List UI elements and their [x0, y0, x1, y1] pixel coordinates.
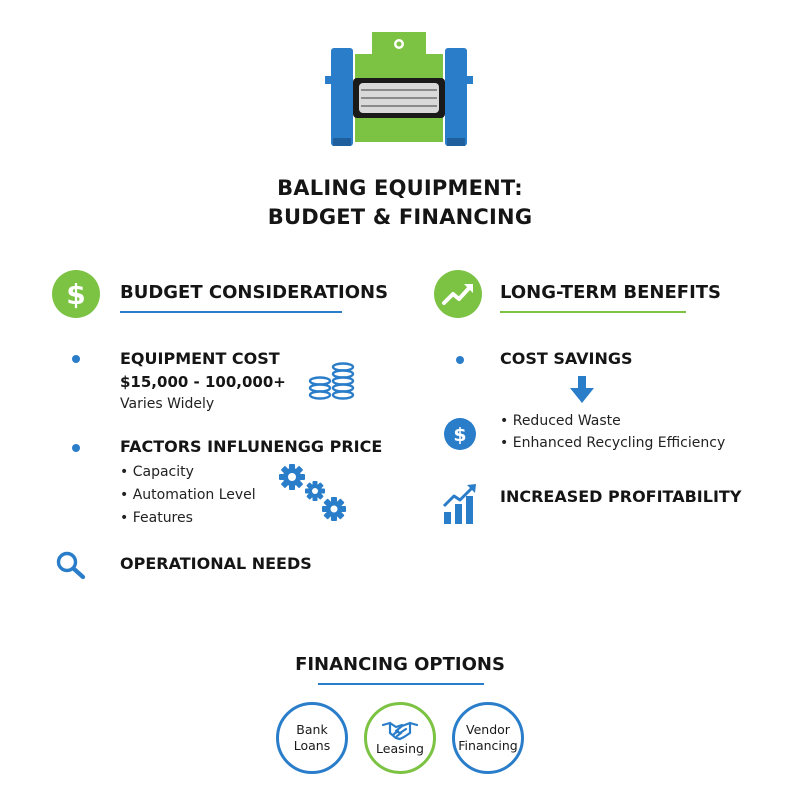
- benefits-heading-underline: [500, 311, 686, 313]
- trend-up-icon: [434, 270, 482, 318]
- factor-item: • Automation Level: [120, 487, 256, 503]
- factor-item: • Capacity: [120, 464, 194, 480]
- budget-heading-underline: [120, 311, 342, 313]
- factors-title: FACTORS INFLUNENGG PRICE: [120, 437, 383, 456]
- handshake-icon: [382, 721, 418, 741]
- equipment-cost-note: Varies Widely: [120, 396, 215, 412]
- benefits-heading: LONG-TERM BENEFITS: [500, 282, 722, 303]
- operational-needs-title: OPERATIONAL NEEDS: [120, 554, 312, 573]
- equipment-cost-title: EQUIPMENT COST: [120, 349, 280, 368]
- cost-savings-title: COST SAVINGS: [500, 349, 633, 368]
- magnifier-icon: [56, 551, 86, 580]
- vendor-financing-option[interactable]: Vendor Financing: [452, 702, 524, 774]
- arrow-down-icon: [570, 376, 594, 403]
- equipment-cost-range: $15,000 - 100,000+: [120, 373, 286, 391]
- financing-heading-underline: [318, 683, 484, 685]
- bullet-dot: [456, 356, 464, 364]
- option-label: Loans: [293, 738, 331, 753]
- svg-text:$: $: [453, 424, 466, 446]
- page-title: BALING EQUIPMENT:: [277, 176, 523, 200]
- option-label: Bank: [296, 722, 328, 737]
- dollar-icon: $: [52, 270, 100, 318]
- benefit-item: • Reduced Waste: [500, 413, 621, 429]
- benefit-item: • Enhanced Recycling Efficiency: [500, 435, 726, 451]
- gears-icon: [279, 464, 346, 521]
- dollar-icon: $: [444, 418, 476, 450]
- bullet-dot: [72, 355, 80, 363]
- coin-stack-icon: [308, 362, 355, 400]
- option-label: Vendor: [466, 722, 510, 737]
- option-label: Financing: [458, 738, 518, 753]
- bar-chart-icon: [442, 484, 476, 524]
- factor-item: • Features: [120, 510, 193, 526]
- leasing-option[interactable]: Leasing: [364, 702, 436, 774]
- baler-machine-icon: [325, 32, 473, 146]
- bullet-dot: [72, 444, 80, 452]
- increased-profitability-title: INCREASED PROFITABILITY: [500, 487, 742, 506]
- svg-text:$: $: [66, 278, 85, 311]
- financing-heading: FINANCING OPTIONS: [295, 654, 505, 675]
- bank-loans-option[interactable]: Bank Loans: [276, 702, 348, 774]
- budget-heading: BUDGET CONSIDERATIONS: [120, 282, 389, 303]
- page-subtitle: BUDGET & FINANCING: [267, 205, 533, 229]
- option-label: Leasing: [376, 741, 424, 756]
